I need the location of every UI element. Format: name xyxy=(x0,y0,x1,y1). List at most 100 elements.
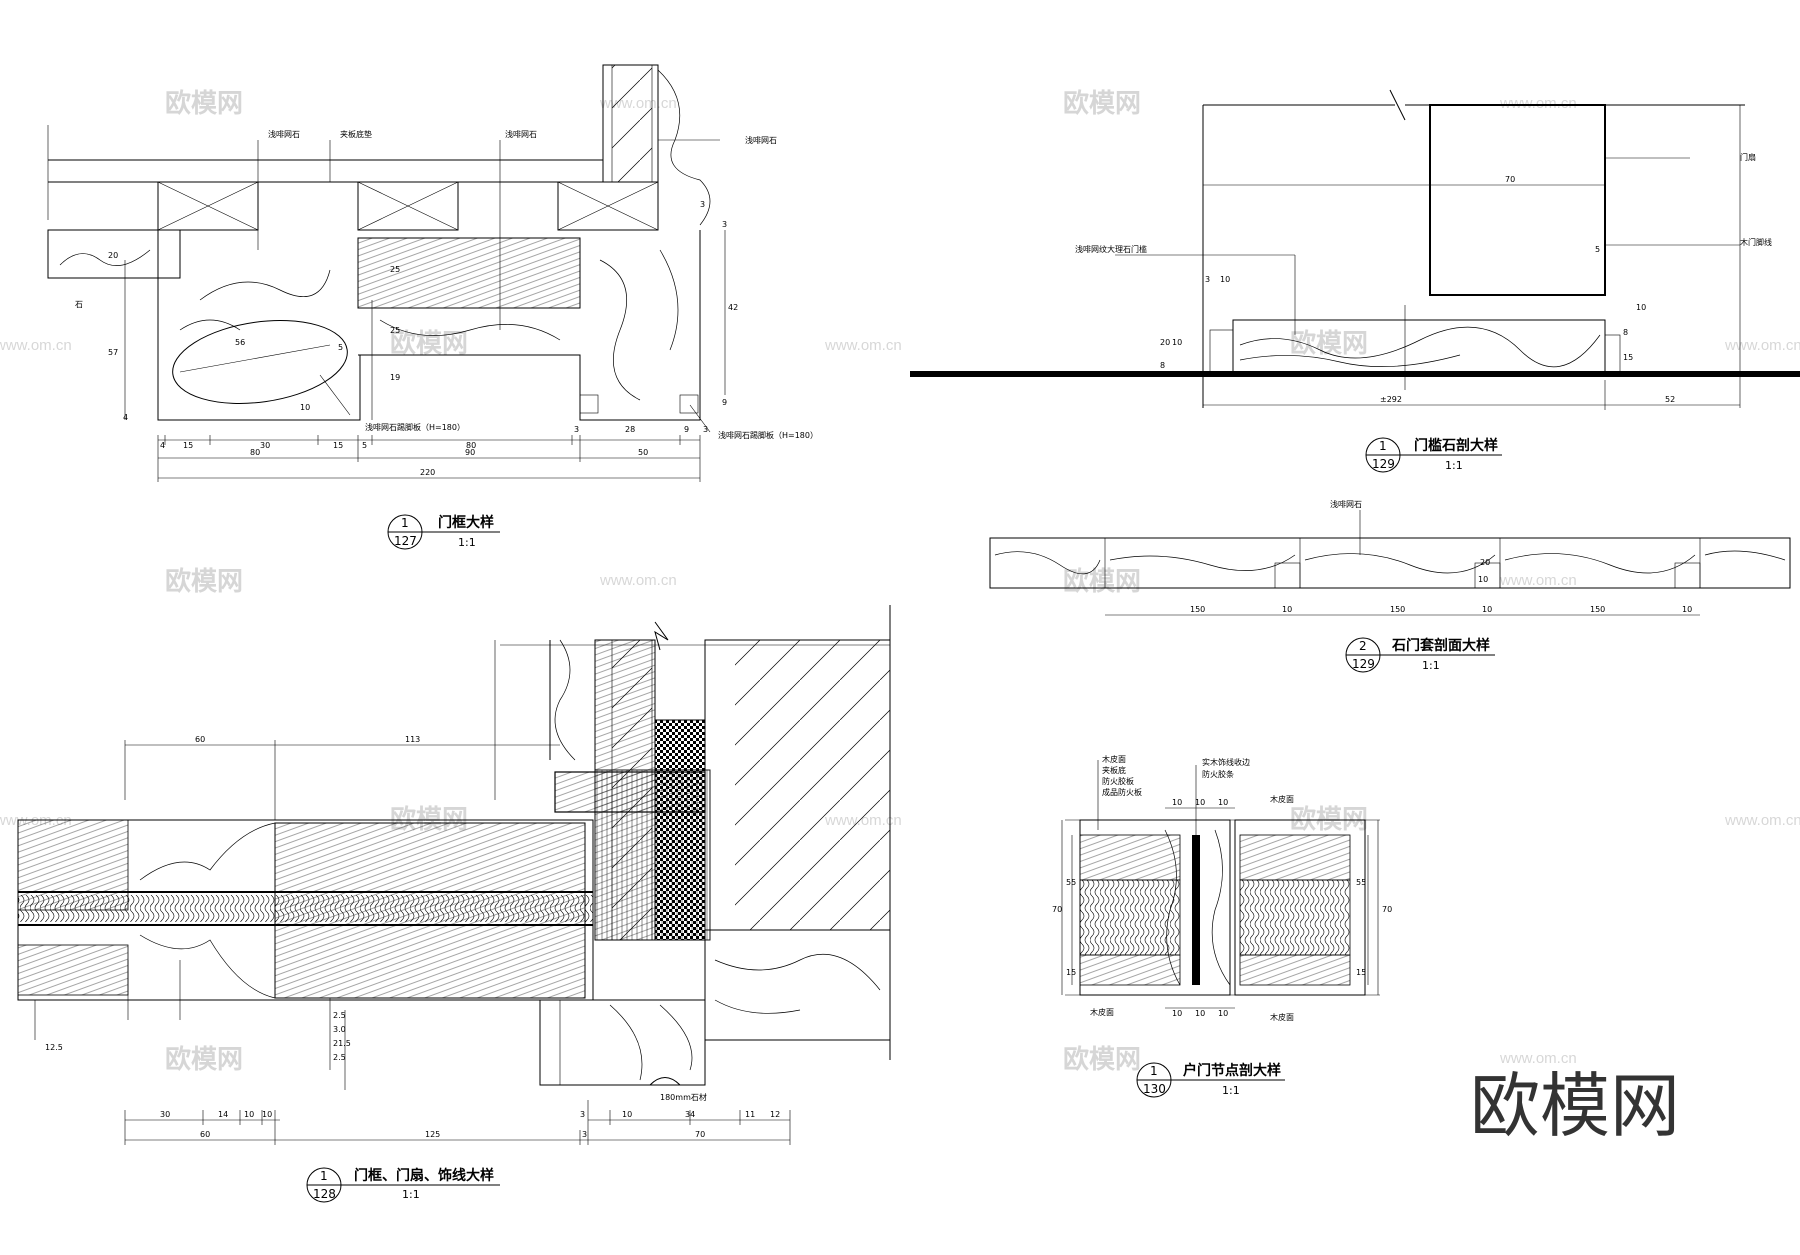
dim: 34 xyxy=(685,1110,695,1119)
detail-title: 门框大样 xyxy=(438,514,494,531)
dim: 20 xyxy=(1480,558,1490,567)
dim: 30 xyxy=(160,1110,170,1119)
dim: 25 xyxy=(390,265,400,274)
dim: 25 xyxy=(390,326,400,335)
dim: 11 xyxy=(745,1110,755,1119)
dim: 10 xyxy=(1282,605,1292,614)
dim: 60 xyxy=(200,1130,210,1139)
dim: 3 xyxy=(574,425,579,434)
sheet-number: 129 xyxy=(1372,457,1395,471)
dim: 10 xyxy=(1682,605,1692,614)
dim: 10 xyxy=(1482,605,1492,614)
dim: 10 xyxy=(1220,275,1230,284)
detail-number: 1 xyxy=(401,516,409,530)
dim: 15 xyxy=(1623,353,1633,362)
dim: 10 xyxy=(1172,338,1182,347)
detail-number: 1 xyxy=(320,1169,328,1183)
sheet-number: 130 xyxy=(1143,1082,1166,1096)
note: 2.5 xyxy=(333,1053,346,1062)
dim: 12 xyxy=(770,1110,780,1119)
dim: 10 xyxy=(1478,575,1488,584)
dim: 10 xyxy=(244,1110,254,1119)
dim: 56 xyxy=(235,338,245,347)
dim: 20 xyxy=(108,251,118,260)
detail-130-entry-door-node: 木皮面 夹板底 防火胶板 成品防火板 实木饰线收边 防火胶条 木皮面 木皮面 木… xyxy=(1052,754,1392,1098)
dim: 55 xyxy=(1356,878,1366,887)
dim: 9 xyxy=(684,425,689,434)
dim: 4 xyxy=(160,441,165,450)
detail-scale: 1:1 xyxy=(1422,659,1440,672)
label-stone-short: 石 xyxy=(75,300,83,309)
watermark-text: 欧模网 xyxy=(1290,804,1368,834)
note: 21.5 xyxy=(333,1039,351,1048)
detail-title: 户门节点剖大样 xyxy=(1183,1062,1281,1079)
dim: 10 xyxy=(1195,798,1205,807)
dim: 150 xyxy=(1390,605,1405,614)
dim: 10 xyxy=(1218,798,1228,807)
dim: 30 xyxy=(260,441,270,450)
detail-128-frame-leaf-trim: 60 113 2.5 3.0 21.5 2.5 12.5 180mm石材 30 … xyxy=(17,605,891,1203)
dim: 10 xyxy=(300,403,310,412)
watermark-text: 欧模网 xyxy=(390,328,468,358)
watermark-url: www.om.cn xyxy=(1499,1050,1577,1067)
brand-logo-text: 欧模网 xyxy=(1470,1065,1680,1147)
label-door-leaf: 门扇 xyxy=(1740,152,1756,162)
dim: 19 xyxy=(390,373,400,382)
watermarks: 欧模网 www.om.cn 欧模网 www.om.cn www.om.cn 欧模… xyxy=(0,88,1800,1074)
dim: 70 xyxy=(1382,905,1392,914)
dim: 5 xyxy=(338,343,343,352)
watermark-text: 欧模网 xyxy=(165,566,243,596)
detail-title: 门框、门扇、饰线大样 xyxy=(354,1167,494,1184)
dim: 9 xyxy=(722,398,727,407)
dim: 60 xyxy=(195,735,205,744)
watermark-url: www.om.cn xyxy=(1724,812,1800,829)
note: 12.5 xyxy=(45,1043,63,1052)
note: 2.5 xyxy=(333,1011,346,1020)
dim: 15 xyxy=(183,441,193,450)
detail-title: 门槛石剖大样 xyxy=(1414,437,1498,454)
dim: 8 xyxy=(1160,361,1165,370)
note: 3.0 xyxy=(333,1025,346,1034)
detail-number: 1 xyxy=(1150,1064,1158,1078)
dim: 4 xyxy=(123,413,128,422)
label-skirting: 浅啡网石踢脚板（H=180） xyxy=(718,430,818,440)
label-veneer: 木皮面 xyxy=(1102,754,1126,764)
label-veneer: 木皮面 xyxy=(1090,1007,1114,1017)
detail-127-door-frame: 浅啡网石 夹板底垫 浅啡网石 浅啡网石 浅啡网石踢脚板（H=180） 浅啡网石踢… xyxy=(47,64,818,550)
dim: 3 xyxy=(1205,275,1210,284)
dim: 52 xyxy=(1665,395,1675,404)
dim: 70 xyxy=(1052,905,1062,914)
dim: 15 xyxy=(1356,968,1366,977)
dim: 3 xyxy=(722,220,727,229)
label-stone: 浅啡网石 xyxy=(1330,499,1362,509)
dim: 80 xyxy=(250,448,260,457)
label-stone: 浅啡网石 xyxy=(745,135,777,145)
label-plywood-base: 夹板底垫 xyxy=(340,129,372,139)
dim: 5 xyxy=(1595,245,1600,254)
detail-number: 2 xyxy=(1359,639,1367,653)
watermark-url: www.om.cn xyxy=(1499,572,1577,589)
label-fire-panel: 成品防火板 xyxy=(1102,787,1142,797)
dim: 10 xyxy=(262,1110,272,1119)
detail-129-threshold: 浅啡网纹大理石门槛 门扇 木门脚线 70 5 3 10 10 20 8 10 8… xyxy=(910,89,1800,473)
sheet-number: 129 xyxy=(1352,657,1375,671)
watermark-url: www.om.cn xyxy=(599,572,677,589)
dim: 10 xyxy=(622,1110,632,1119)
dim: 15 xyxy=(333,441,343,450)
dim: 10 xyxy=(1636,303,1646,312)
dim: 55 xyxy=(1066,878,1076,887)
dim: 3 xyxy=(700,200,705,209)
dim: 20 xyxy=(1160,338,1170,347)
label-trim: 实木饰线收边 xyxy=(1202,757,1250,767)
detail-scale: 1:1 xyxy=(1445,459,1463,472)
dim: 90 xyxy=(465,448,475,457)
dim: 70 xyxy=(1505,175,1515,184)
dim: 113 xyxy=(405,735,420,744)
watermark-text: 欧模网 xyxy=(1063,566,1141,596)
blocking-boxes xyxy=(157,181,659,231)
detail-scale: 1:1 xyxy=(458,536,476,549)
label-stone: 浅啡网石 xyxy=(505,129,537,139)
dim: ±292 xyxy=(1380,395,1402,404)
label-plywood: 夹板底 xyxy=(1102,765,1126,775)
dim: 80 xyxy=(466,441,476,450)
